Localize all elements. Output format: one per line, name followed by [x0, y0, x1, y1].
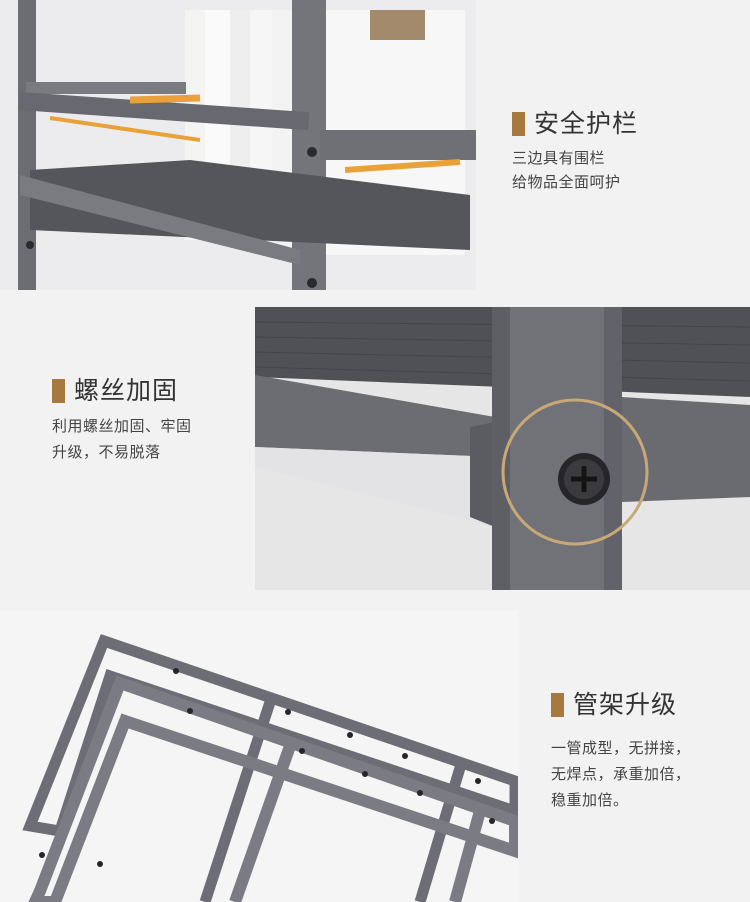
- guardrail-photo: [0, 0, 476, 290]
- feature-screw: 螺丝加固 利用螺丝加固、牢固 升级，不易脱落: [52, 378, 192, 465]
- feature-desc: 利用螺丝加固、牢固 升级，不易脱落: [52, 417, 192, 461]
- feature-guardrail: 安全护栏 三边具有围栏 给物品全面呵护: [512, 111, 638, 194]
- feature-desc: 三边具有围栏 给物品全面呵护: [512, 149, 621, 191]
- feature-title: 安全护栏: [534, 109, 639, 138]
- feature-tube: 管架升级 一管成型，无拼接， 无焊点，承重加倍， 稳重加倍。: [551, 692, 691, 813]
- screw-photo: [255, 307, 750, 590]
- accent-bar: [551, 692, 564, 717]
- frame-photo: [0, 611, 518, 902]
- accent-bar: [512, 111, 525, 136]
- accent-bar: [52, 378, 65, 403]
- feature-desc: 一管成型，无拼接， 无焊点，承重加倍， 稳重加倍。: [551, 739, 691, 809]
- feature-title: 螺丝加固: [74, 376, 179, 405]
- feature-title: 管架升级: [573, 690, 678, 719]
